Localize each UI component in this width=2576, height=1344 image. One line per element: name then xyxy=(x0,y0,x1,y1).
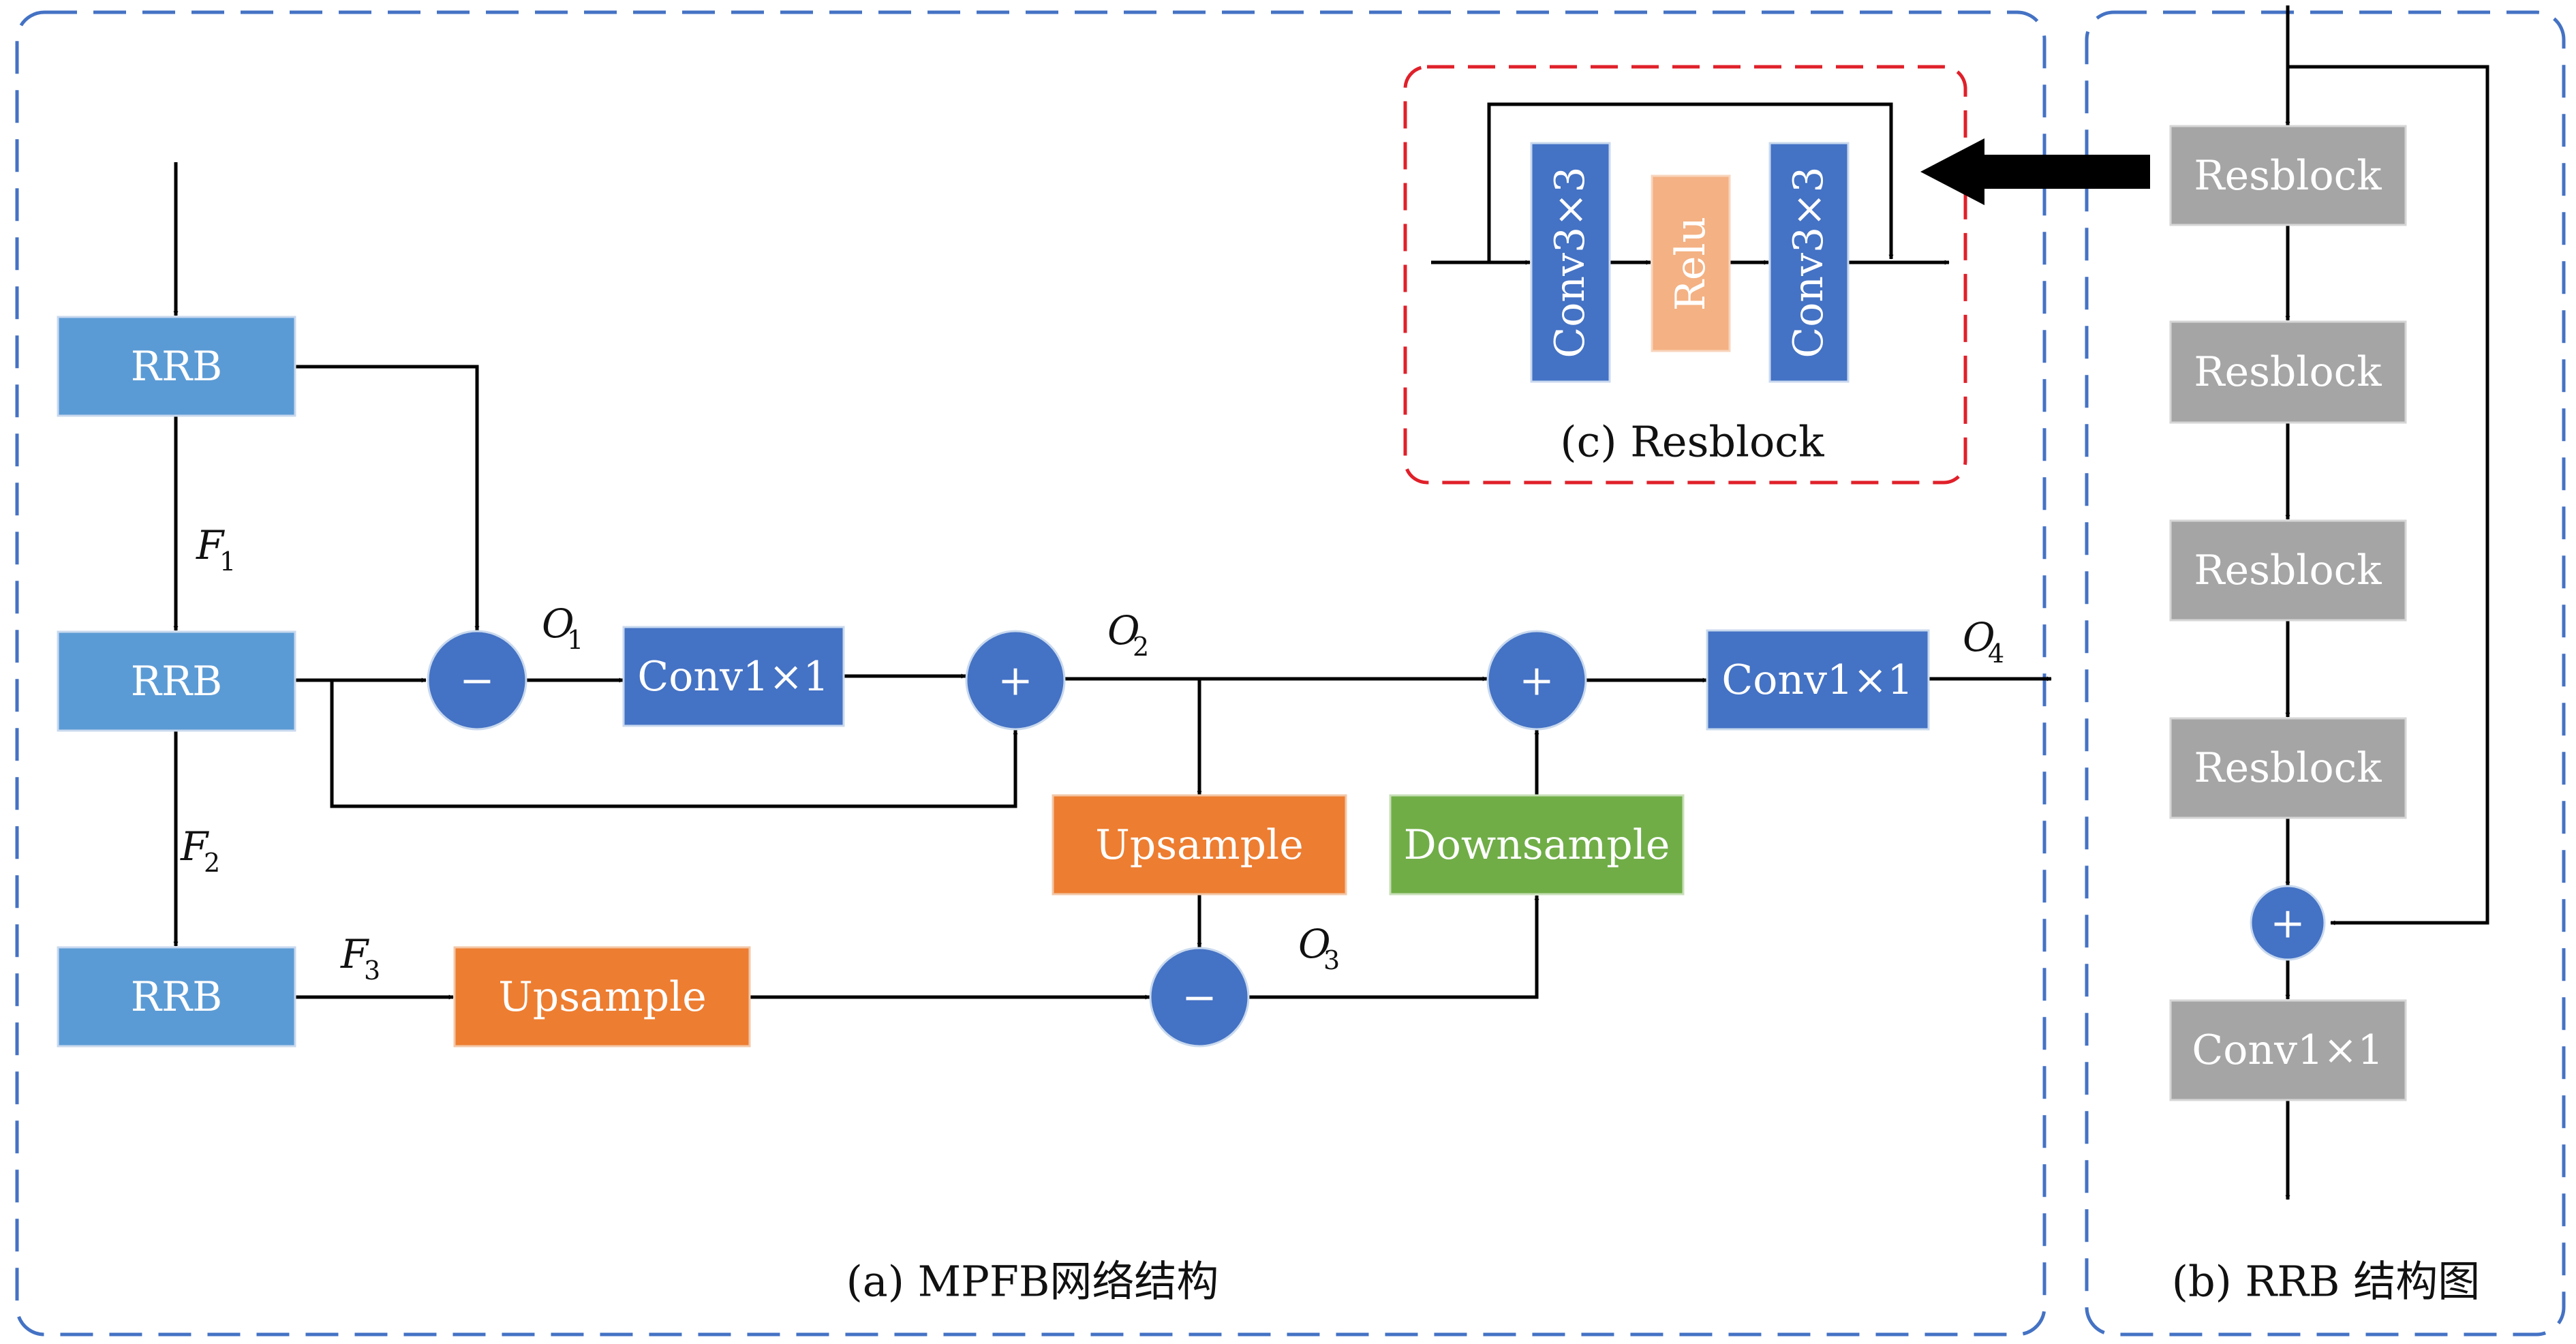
panel-a-caption: (a) MPFB网络结构 xyxy=(846,1257,1219,1307)
svg-text:3: 3 xyxy=(364,956,380,986)
upsample-label-bottom: Upsample xyxy=(498,973,707,1021)
panel-b-connections xyxy=(2285,5,2489,1200)
svg-text:O: O xyxy=(1107,607,1140,654)
resblock-label-4: Resblock xyxy=(2194,744,2382,792)
output-label-o3: O 3 xyxy=(1298,921,1340,975)
svg-text:F: F xyxy=(340,931,369,977)
conv3x3-box-b xyxy=(1768,142,1850,383)
add-node-1 xyxy=(965,630,1066,731)
svg-text:4: 4 xyxy=(1988,639,2004,669)
rrb-label-1: RRB xyxy=(131,343,222,391)
svg-text:1: 1 xyxy=(567,625,583,655)
panel-c-frame xyxy=(1403,65,1967,485)
conv1x1-label-2: Conv1×1 xyxy=(1721,656,1913,704)
conv1x1-box-1 xyxy=(622,626,845,727)
svg-text:F: F xyxy=(196,522,225,568)
rrb-conv1x1-label: Conv1×1 xyxy=(2192,1026,2383,1074)
rrb-label-3: RRB xyxy=(131,973,222,1021)
resblock-box-1 xyxy=(2169,125,2407,226)
upsample-label-mid: Upsample xyxy=(1095,821,1304,869)
rrb-box-2 xyxy=(57,630,296,732)
add-symbol-rrb: + xyxy=(2270,898,2305,948)
add-node-2 xyxy=(1486,630,1587,731)
conv3x3-label-b: Conv3×3 xyxy=(1785,166,1833,358)
panel-b-frame xyxy=(2085,10,2566,1337)
feature-label-f1: F 1 xyxy=(196,522,236,577)
upsample-box-bottom xyxy=(453,946,751,1048)
conv3x3-box-a xyxy=(1530,142,1611,383)
subtract-symbol-2: − xyxy=(1182,973,1217,1022)
svg-text:O: O xyxy=(1963,614,1995,660)
subtract-node-1 xyxy=(427,630,527,731)
resblock-box-2 xyxy=(2169,320,2407,424)
add-symbol-2: + xyxy=(1519,656,1554,705)
svg-text:O: O xyxy=(542,600,574,647)
relu-label: Relu xyxy=(1667,217,1715,311)
svg-text:1: 1 xyxy=(219,547,236,577)
rrb-conv1x1-box xyxy=(2169,999,2407,1101)
add-symbol-1: + xyxy=(998,656,1033,705)
output-label-o1: O 1 xyxy=(542,600,583,655)
conv1x1-label-1: Conv1×1 xyxy=(637,653,829,701)
downsample-box xyxy=(1389,794,1685,896)
subtract-symbol-1: − xyxy=(459,656,495,705)
add-node-rrb xyxy=(2250,885,2326,961)
feature-label-f3: F 3 xyxy=(340,931,380,986)
detail-pointer-arrow xyxy=(1920,138,2150,205)
resblock-label-3: Resblock xyxy=(2194,547,2382,594)
panel-c-connections xyxy=(1431,102,1950,265)
rrb-box-1 xyxy=(57,316,296,417)
rrb-box-3 xyxy=(57,946,296,1048)
resblock-label-2: Resblock xyxy=(2194,348,2382,396)
panel-a-frame xyxy=(15,10,2046,1337)
upsample-box-mid xyxy=(1052,794,1347,896)
downsample-label: Downsample xyxy=(1404,821,1670,869)
resblock-label-1: Resblock xyxy=(2194,152,2382,200)
rrb-label-2: RRB xyxy=(131,658,222,705)
conv3x3-label-a: Conv3×3 xyxy=(1546,166,1594,358)
svg-text:3: 3 xyxy=(1323,945,1340,975)
panel-a-connections xyxy=(173,162,2052,1000)
resblock-box-4 xyxy=(2169,717,2407,819)
feature-label-f2: F 2 xyxy=(180,823,220,878)
output-label-o4: O 4 xyxy=(1963,614,2004,669)
svg-text:2: 2 xyxy=(1133,632,1149,662)
conv1x1-box-2 xyxy=(1706,629,1930,731)
relu-box xyxy=(1651,174,1731,352)
svg-text:2: 2 xyxy=(204,848,220,878)
svg-text:F: F xyxy=(180,823,209,870)
subtract-node-2 xyxy=(1149,947,1250,1048)
resblock-box-3 xyxy=(2169,519,2407,622)
output-label-o2: O 2 xyxy=(1107,607,1149,662)
panel-b-caption: (b) RRB 结构图 xyxy=(2172,1257,2480,1307)
panel-c-caption: (c) Resblock xyxy=(1560,417,1824,467)
svg-text:O: O xyxy=(1298,921,1331,967)
